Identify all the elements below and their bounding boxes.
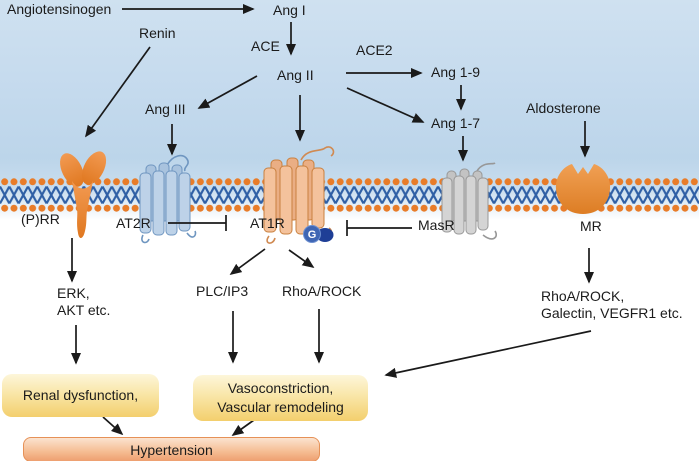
label-masr: MasR bbox=[418, 217, 455, 233]
at2r-receptor-icon bbox=[139, 154, 197, 244]
label-ang-1-7: Ang 1-7 bbox=[431, 115, 481, 131]
at1r-receptor-icon bbox=[263, 146, 335, 244]
label-renin: Renin bbox=[139, 25, 176, 41]
vasoconstriction-box: Vasoconstriction, Vascular remodeling bbox=[193, 375, 368, 421]
vasoconstriction-text-line2: Vascular remodeling bbox=[217, 399, 344, 415]
label-erk-akt-line1: ERK, bbox=[57, 285, 90, 301]
renal-dysfunction-text: Renal dysfunction, bbox=[22, 387, 139, 403]
label-at1r: AT1R bbox=[250, 215, 285, 231]
label-ace2: ACE2 bbox=[356, 42, 393, 58]
label-ang-i: Ang I bbox=[273, 2, 306, 18]
g-protein-letter: G bbox=[308, 229, 317, 241]
label-plc-ip3: PLC/IP3 bbox=[196, 283, 249, 299]
label-mr-pathway: RhoA/ROCK, Galectin, VEGFR1 etc. bbox=[541, 288, 683, 322]
label-mr-pathway-line2: Galectin, VEGFR1 etc. bbox=[541, 304, 683, 321]
label-at2r: AT2R bbox=[116, 215, 151, 231]
label-ang-ii: Ang II bbox=[277, 67, 314, 83]
label-prr: (P)RR bbox=[21, 211, 60, 227]
prr-receptor-icon bbox=[60, 151, 107, 239]
g-protein-icon: G bbox=[303, 225, 334, 243]
mr-receptor-icon bbox=[555, 164, 611, 214]
hypertension-text: Hypertension bbox=[130, 441, 213, 458]
label-erk-akt-line2: AKT etc. bbox=[57, 301, 111, 318]
hypertension-box: Hypertension bbox=[23, 437, 320, 461]
label-ang-1-9: Ang 1-9 bbox=[431, 64, 481, 80]
masr-receptor-icon bbox=[441, 162, 498, 240]
label-mr-pathway-line1: RhoA/ROCK, bbox=[541, 288, 625, 304]
vasoconstriction-text-line1: Vasoconstriction, bbox=[227, 380, 334, 396]
label-aldosterone: Aldosterone bbox=[526, 100, 601, 116]
label-erk-akt: ERK, AKT etc. bbox=[57, 285, 110, 319]
label-rhoa-rock: RhoA/ROCK bbox=[282, 283, 362, 299]
label-ace: ACE bbox=[251, 38, 280, 54]
label-ang-iii: Ang III bbox=[145, 101, 186, 117]
label-angiotensinogen: Angiotensinogen bbox=[7, 1, 112, 17]
renal-dysfunction-box: Renal dysfunction, bbox=[2, 374, 159, 417]
label-mr: MR bbox=[580, 218, 602, 234]
